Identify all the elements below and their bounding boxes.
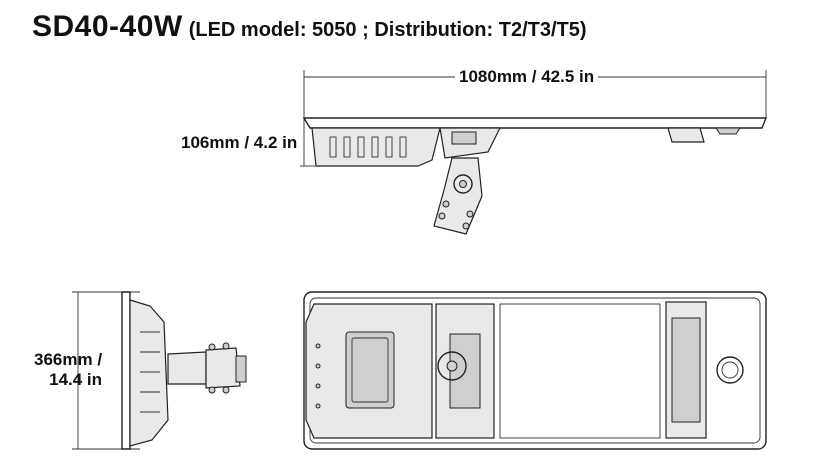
clamp-profile [205, 347, 241, 389]
bracket-swivel [437, 351, 467, 381]
panel-area [499, 303, 661, 439]
led-lens [345, 331, 395, 409]
model-spec: (LED model: 5050 ; Distribution: T2/T3/T… [188, 19, 587, 41]
depth-dimension-label: 106mm / 4.2 in [181, 133, 298, 153]
height-label-line1: 366mm / [34, 350, 103, 369]
lamp-housing [311, 127, 441, 167]
sensor-grid [671, 317, 701, 423]
width-dimension-label: 1080mm / 42.5 in [455, 67, 599, 87]
mounting-bracket [433, 157, 483, 235]
arm-profile [167, 351, 207, 385]
bracket-bolts [438, 200, 474, 230]
swivel-bolt [446, 360, 458, 372]
end-cap [715, 127, 741, 135]
height-dimension-label: 366mm / 14.4 in [34, 350, 102, 390]
motion-sensor-lens [716, 356, 744, 384]
profile-fins [140, 331, 160, 413]
height-label-line2: 14.4 in [49, 370, 103, 389]
pir-sensor [667, 127, 705, 143]
pivot-bolt [459, 180, 467, 188]
plan-outline [303, 291, 767, 450]
housing-profile [129, 299, 169, 447]
clamp-bolts [208, 342, 230, 394]
heat-fins [329, 136, 407, 158]
motion-sensor-inner [721, 361, 739, 379]
page-title: SD40-40W(LED model: 5050 ; Distribution:… [32, 10, 587, 44]
panel-edge [121, 291, 131, 450]
model-name: SD40-40W [32, 10, 183, 43]
bracket-pivot [453, 174, 473, 194]
led-lens-inner [351, 337, 389, 403]
side-elevation-view [300, 70, 768, 235]
end-elevation-view [72, 291, 247, 450]
side-holes [315, 343, 321, 409]
battery-port [451, 131, 477, 145]
pole-stub [235, 355, 247, 383]
plan-view [303, 291, 767, 450]
solar-panel-edge [302, 117, 768, 129]
